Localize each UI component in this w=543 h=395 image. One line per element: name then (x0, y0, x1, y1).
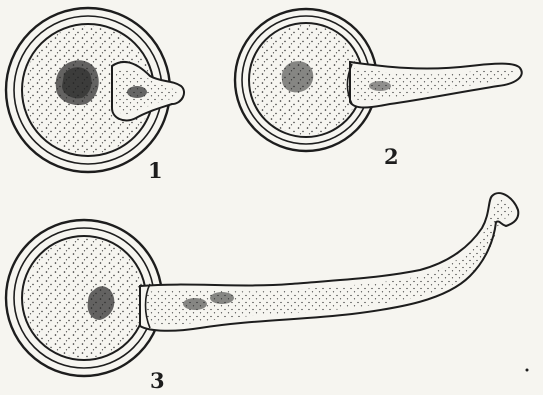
figure-2-spore (235, 9, 522, 151)
figure-2-label: 2 (384, 146, 399, 167)
figure-1-label: 1 (148, 160, 163, 181)
stray-speck (526, 369, 529, 372)
figure-3-label: 3 (150, 370, 165, 391)
figure-3-spore (6, 193, 518, 376)
figure-1-spore (6, 8, 184, 172)
